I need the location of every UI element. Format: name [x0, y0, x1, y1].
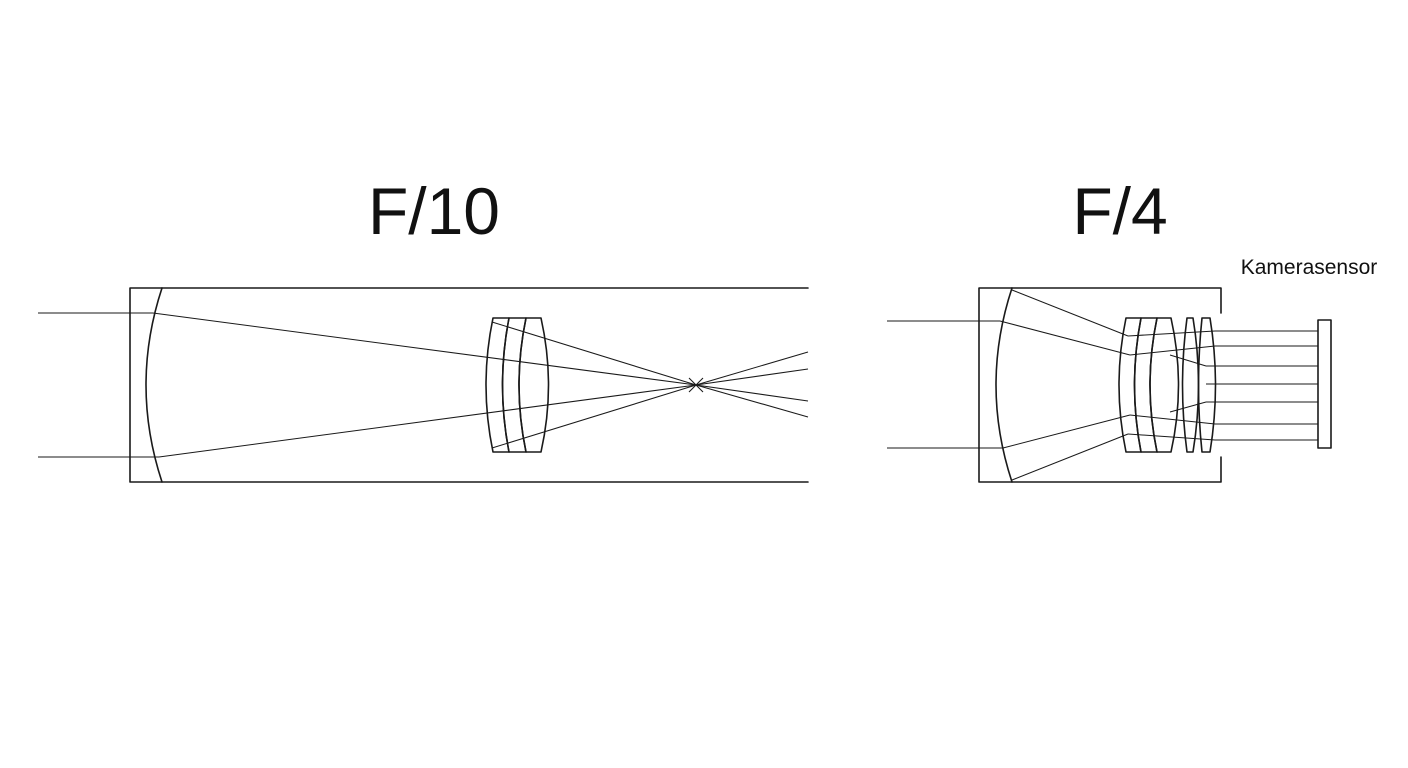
f4-lens-element-3 — [1149, 317, 1180, 453]
f4-lens-group — [1118, 317, 1217, 453]
f4-tube — [978, 287, 1222, 483]
f4-reducer-element-1 — [1181, 317, 1200, 453]
camera-sensor-label: Kamerasensor — [1241, 256, 1378, 279]
f4-title: F/4 — [1072, 174, 1167, 248]
f10-lens-element-3 — [518, 317, 550, 453]
f10-title: F/10 — [368, 174, 500, 248]
f10-rays — [152, 312, 809, 458]
f10-focal-point — [688, 377, 704, 393]
f4-telescope: F/4 — [887, 174, 1378, 483]
f4-reducer-element-2 — [1197, 317, 1217, 453]
camera-sensor — [1317, 319, 1332, 449]
f4-rays — [999, 289, 1318, 481]
f10-primary-mirror — [145, 287, 163, 483]
f4-primary-mirror — [995, 287, 1013, 483]
f10-tube — [129, 287, 809, 483]
f10-telescope: F/10 — [38, 174, 809, 483]
f10-lens-group — [485, 317, 550, 453]
